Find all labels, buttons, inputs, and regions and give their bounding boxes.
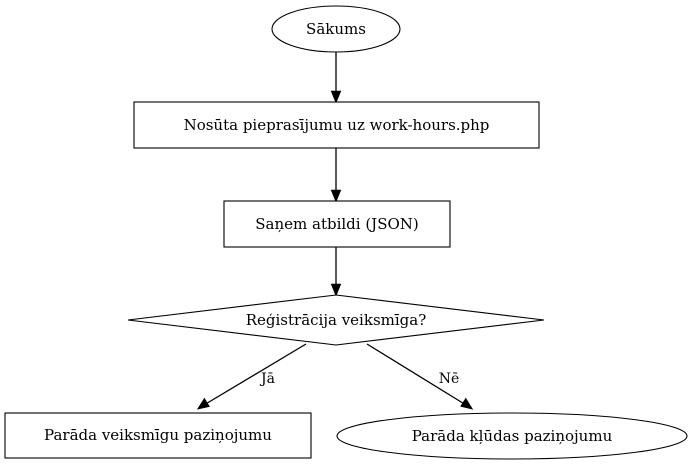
- start-ellipse-shape: [271, 5, 401, 53]
- send-request-box-shape: [133, 101, 540, 149]
- node-label-error-message: Parāda kļūdas paziņojumu: [412, 427, 613, 445]
- arrow-head-icon: [330, 90, 342, 104]
- success-message-box-shape: [4, 412, 312, 459]
- node-label-decision: Reģistrācija veiksmīga?: [246, 311, 427, 329]
- node-label-receive-response: Saņem atbildi (JSON): [255, 215, 419, 233]
- node-receive-response[interactable]: Saņem atbildi (JSON): [223, 200, 451, 248]
- node-label-success-message: Parāda veiksmīgu paziņojumu: [44, 426, 272, 444]
- arrow-head-icon: [330, 189, 342, 203]
- edge-label-no: Nē: [439, 371, 460, 387]
- receive-response-box-shape: [223, 200, 451, 248]
- arrow-head-icon: [330, 283, 342, 297]
- node-label-send-request: Nosūta pieprasījumu uz work-hours.php: [184, 116, 490, 134]
- node-decision[interactable]: Reģistrācija veiksmīga?: [127, 294, 545, 346]
- node-error-message[interactable]: Parāda kļūdas paziņojumu: [336, 412, 688, 460]
- edge-receive-response-to-decision: [330, 247, 342, 297]
- edge-label-yes: Jā: [259, 371, 275, 387]
- node-send-request[interactable]: Nosūta pieprasījumu uz work-hours.php: [133, 101, 540, 149]
- error-message-ellipse-shape: [336, 412, 688, 460]
- decision-diamond-shape: [127, 294, 545, 346]
- edge-decision-to-error-message: Nē: [366, 343, 474, 410]
- edge-send-request-to-receive-response: [330, 148, 342, 203]
- edge-start-to-send-request: [330, 52, 342, 104]
- arrow-head-icon: [460, 397, 474, 410]
- edge-decision-to-success-message: Jā: [196, 343, 307, 410]
- node-success-message[interactable]: Parāda veiksmīgu paziņojumu: [4, 412, 312, 459]
- node-label-start: Sākums: [306, 20, 366, 38]
- arrow-head-icon: [196, 397, 210, 410]
- node-start[interactable]: Sākums: [271, 5, 401, 53]
